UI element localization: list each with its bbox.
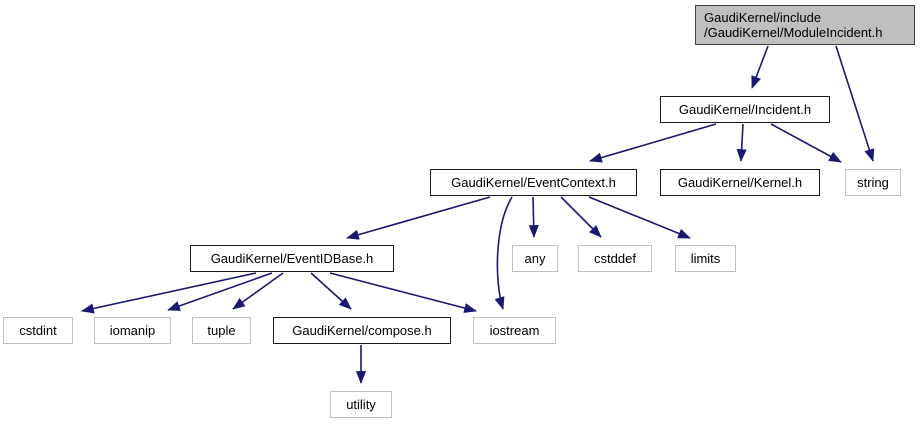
node-iomanip[interactable]: iomanip (94, 317, 171, 344)
node-event_context[interactable]: GaudiKernel/EventContext.h (430, 169, 637, 196)
node-iostream[interactable]: iostream (473, 317, 556, 344)
node-label: GaudiKernel/Kernel.h (677, 175, 803, 190)
node-module_incident[interactable]: GaudiKernel/include /GaudiKernel/ModuleI… (695, 5, 915, 45)
node-label: GaudiKernel/EventIDBase.h (210, 251, 374, 266)
edge-event_id_base-to-tuple (232, 272, 284, 310)
edge-event_id_base-to-cstdint (81, 272, 257, 314)
node-label: any (524, 251, 546, 266)
edge-incident-to-kernel (736, 123, 747, 162)
node-limits[interactable]: limits (675, 245, 736, 272)
edge-event_id_base-to-iomanip (167, 272, 273, 311)
node-cstdint[interactable]: cstdint (3, 317, 73, 344)
node-any[interactable]: any (512, 245, 558, 272)
node-label: GaudiKernel/include /GaudiKernel/ModuleI… (704, 10, 883, 40)
node-label: GaudiKernel/Incident.h (678, 102, 812, 117)
node-label: iomanip (109, 323, 156, 338)
edge-event_context-to-cstddef (560, 196, 602, 238)
node-label: utility (346, 397, 376, 412)
edge-incident-to-string (770, 123, 842, 163)
edge-group (81, 45, 875, 384)
edge-incident-to-event_context (589, 123, 717, 163)
edge-event_context-to-event_id_base (346, 196, 491, 240)
node-kernel[interactable]: GaudiKernel/Kernel.h (660, 169, 820, 196)
node-label: GaudiKernel/EventContext.h (451, 175, 616, 190)
node-label: string (857, 175, 889, 190)
node-label: GaudiKernel/compose.h (292, 323, 432, 338)
node-label: iostream (489, 323, 540, 338)
node-utility[interactable]: utility (330, 391, 392, 418)
node-label: cstddef (594, 251, 636, 266)
node-label: cstdint (19, 323, 57, 338)
node-label: tuple (207, 323, 236, 338)
node-incident[interactable]: GaudiKernel/Incident.h (660, 96, 830, 123)
edge-event_id_base-to-compose (310, 272, 352, 310)
node-string[interactable]: string (845, 169, 901, 196)
edge-module_incident-to-incident (751, 45, 769, 89)
edge-event_id_base-to-iostream (329, 272, 477, 313)
node-event_id_base[interactable]: GaudiKernel/EventIDBase.h (190, 245, 394, 272)
node-tuple[interactable]: tuple (192, 317, 251, 344)
edge-event_context-to-any (528, 196, 539, 238)
node-cstddef[interactable]: cstddef (578, 245, 652, 272)
edge-module_incident-to-string (835, 45, 875, 162)
node-label: limits (690, 251, 721, 266)
node-compose[interactable]: GaudiKernel/compose.h (273, 317, 451, 344)
edge-event_context-to-limits (588, 196, 691, 239)
edge-event_context-to-iostream (494, 196, 513, 310)
